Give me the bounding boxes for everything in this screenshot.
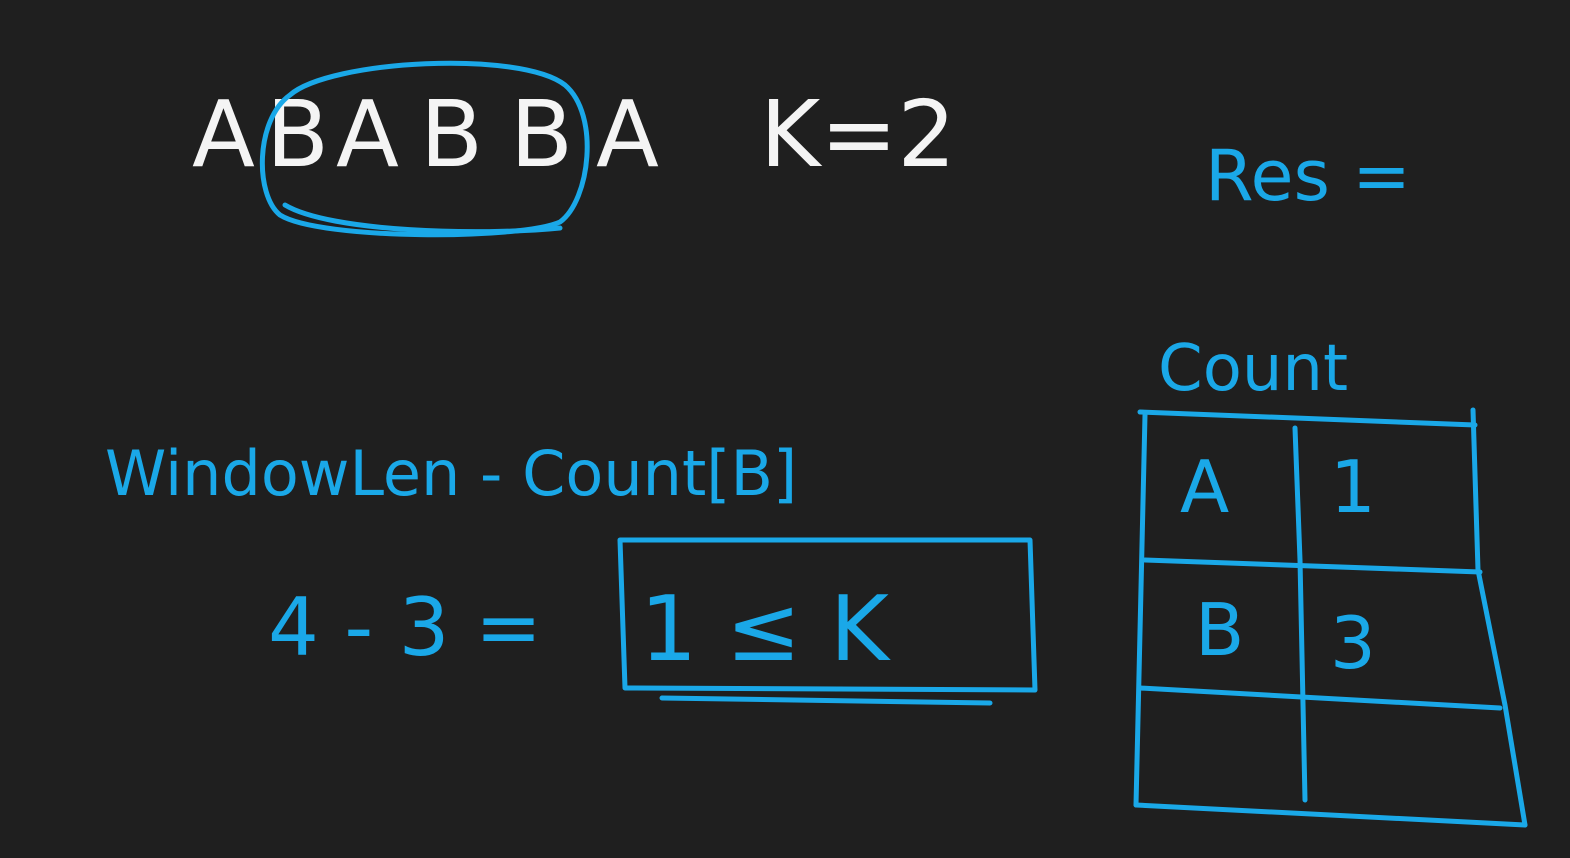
k-value: K=2 bbox=[760, 81, 956, 188]
count-row-char: B bbox=[1195, 588, 1244, 672]
string-letter: B bbox=[266, 81, 329, 188]
string-letter: B bbox=[420, 81, 483, 188]
count-row-char: A bbox=[1180, 445, 1229, 529]
result-box-underline bbox=[659, 695, 993, 706]
result-label: Res = bbox=[1205, 135, 1411, 217]
input-string: A B A B B A bbox=[192, 81, 659, 188]
string-letter: A bbox=[192, 81, 255, 188]
count-table-title: Count bbox=[1158, 332, 1348, 406]
formula-substitution: 4 - 3 = bbox=[268, 581, 542, 674]
window-circle bbox=[259, 60, 590, 238]
count-row-value: 1 bbox=[1330, 445, 1376, 529]
count-row-value: 3 bbox=[1330, 601, 1376, 685]
count-table-grid bbox=[1133, 407, 1528, 828]
string-letter: A bbox=[336, 81, 399, 188]
formula-expression: WindowLen - Count[B] bbox=[105, 437, 797, 510]
string-letter: A bbox=[596, 81, 659, 188]
result-box bbox=[617, 537, 1038, 693]
string-letter: B bbox=[510, 81, 573, 188]
window-circle-overstroke bbox=[282, 202, 563, 235]
boxed-inequality: 1 ≤ K bbox=[640, 577, 891, 682]
